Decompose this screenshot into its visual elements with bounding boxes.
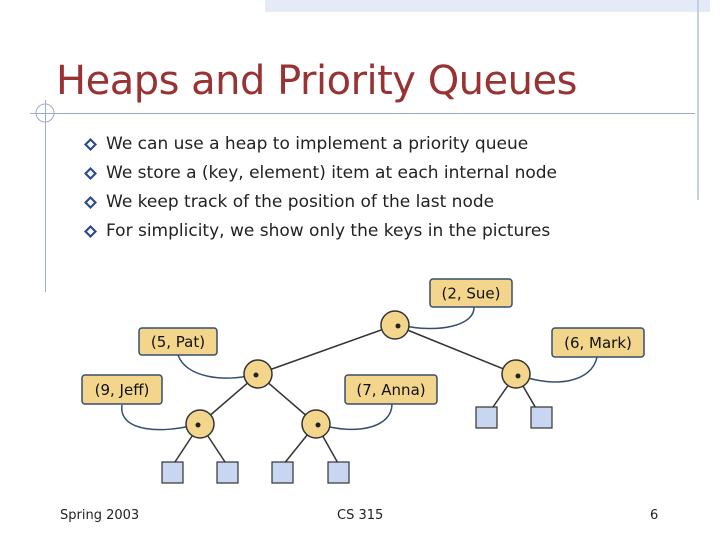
diamond-bullet-icon [84, 225, 97, 238]
pointer-root [399, 306, 475, 330]
crosshair-decor [35, 103, 55, 123]
label-right-text: (6, Mark) [564, 334, 632, 352]
label-root: (2, Sue) [429, 278, 513, 308]
pointer-dot [515, 373, 521, 379]
bullet-item: We store a (key, element) item at each i… [84, 159, 557, 188]
label-right: (6, Mark) [551, 327, 645, 358]
bullet-item: We keep track of the position of the las… [84, 188, 557, 217]
leaf-node [327, 461, 350, 484]
leaf-node [216, 461, 239, 484]
label-left-right: (7, Anna) [344, 374, 438, 405]
right-decor-line [697, 0, 699, 200]
pointer-leftright [321, 403, 393, 431]
pointer-leftleft [121, 404, 195, 431]
pointer-dot [195, 422, 201, 428]
bullet-text: We can use a heap to implement a priorit… [106, 134, 529, 154]
top-decor-band [265, 0, 710, 12]
pointer-dot [395, 323, 401, 329]
pointer-right [521, 356, 598, 383]
slide-title: Heaps and Priority Queues [56, 58, 577, 104]
node-root [380, 310, 410, 340]
pointer-dot [253, 372, 259, 378]
footer-course: CS 315 [337, 508, 384, 523]
label-left-right-text: (7, Anna) [356, 381, 425, 399]
bullet-item: We can use a heap to implement a priorit… [84, 130, 557, 159]
bullet-item: For simplicity, we show only the keys in… [84, 217, 557, 246]
edge-root-left [257, 324, 396, 375]
node-right [501, 359, 531, 389]
diamond-bullet-icon [84, 196, 97, 209]
bullet-text: We store a (key, element) item at each i… [106, 163, 557, 183]
edge-root-right [394, 324, 517, 375]
pointer-left [177, 354, 253, 379]
leaf-node [271, 461, 294, 484]
leaf-node [530, 406, 553, 429]
diamond-bullet-icon [84, 167, 97, 180]
label-left-left: (9, Jeff) [81, 374, 163, 405]
label-left-left-text: (9, Jeff) [95, 381, 150, 399]
label-root-text: (2, Sue) [441, 285, 500, 303]
label-left: (5, Pat) [138, 327, 218, 356]
slide-number: 6 [650, 508, 659, 523]
label-left-text: (5, Pat) [151, 333, 205, 351]
pointer-dot [315, 422, 321, 428]
bullet-text: For simplicity, we show only the keys in… [106, 221, 551, 241]
title-underline [30, 113, 695, 114]
leaf-node [475, 406, 498, 429]
bullet-text: We keep track of the position of the las… [106, 192, 495, 212]
left-vertical-line [45, 100, 46, 292]
bullet-list: We can use a heap to implement a priorit… [84, 130, 557, 246]
leaf-node [161, 461, 184, 484]
diamond-bullet-icon [84, 138, 97, 151]
footer-date: Spring 2003 [60, 508, 140, 523]
